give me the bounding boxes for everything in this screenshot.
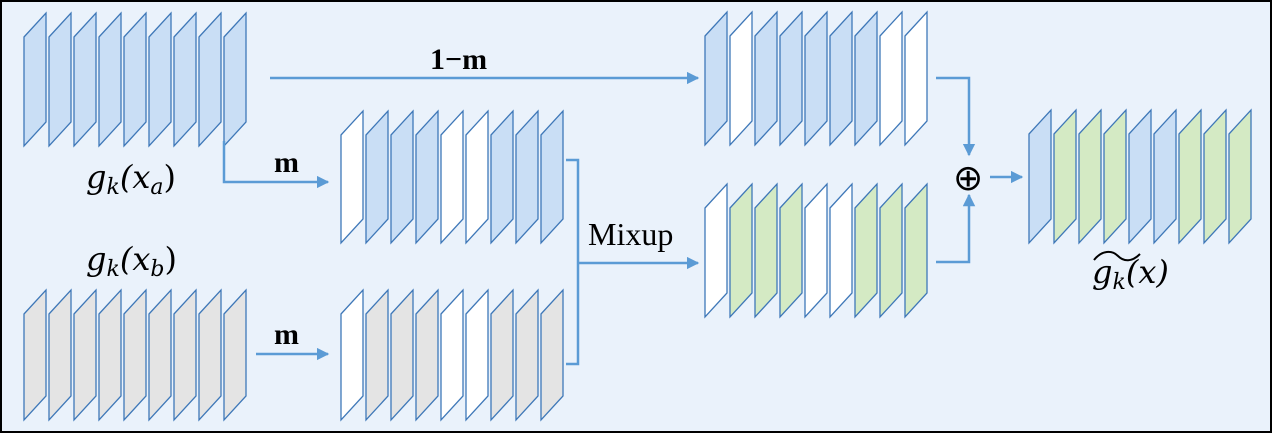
arrow-mixed-to-sum [936,193,976,264]
label-mask-top: m [274,146,299,179]
svg-text:gk(x): gk(x) [1092,253,1169,295]
feature-sheet-blue [390,109,414,245]
feature-sheet-gray [48,288,72,422]
feature-sheet-blue [198,11,222,148]
feature-sheet-blue [515,109,539,245]
label-one-minus-m: 1−m [430,43,487,76]
feature-sheet-white [340,109,364,245]
feature-sheet-white [465,288,489,422]
feature-sheet-green [879,182,903,319]
label-ga: gk(xa) [86,158,176,200]
feature-sheet-green [1203,108,1227,245]
feature-sheet-green [1078,108,1102,245]
feature-sheet-gray [415,288,439,422]
feature-sheet-blue [1153,108,1177,245]
label-gb: gk(xb) [86,240,177,282]
stack-output [1028,108,1252,245]
feature-sheet-gray [73,288,97,422]
feature-sheet-blue [854,10,878,147]
feature-sheet-white [904,10,928,147]
stack-ga [23,11,247,148]
feature-sheet-blue [704,10,728,147]
feature-sheet-green [1103,108,1127,245]
stack-complement-a [704,10,928,147]
feature-sheet-green [754,182,778,319]
stack-masked-a [340,109,564,245]
feature-sheet-white [879,10,903,147]
output-tilde [1093,250,1141,262]
feature-sheet-green [1178,108,1202,245]
feature-sheet-blue [23,11,47,148]
feature-sheet-gray [123,288,147,422]
feature-sheet-blue [754,10,778,147]
label-output: gk(x) [1092,250,1169,295]
feature-sheet-gray [173,288,197,422]
feature-sheet-green [1053,108,1077,245]
feature-sheet-blue [148,11,172,148]
feature-sheet-blue [1128,108,1152,245]
feature-sheet-green [1228,108,1252,245]
feature-sheet-blue [829,10,853,147]
feature-sheet-white [704,182,728,319]
feature-sheet-blue [779,10,803,147]
feature-sheet-blue [123,11,147,148]
feature-sheet-gray [390,288,414,422]
feature-sheet-blue [173,11,197,148]
arrow-complement-to-sum [936,76,976,157]
feature-sheet-white [340,288,364,422]
feature-sheet-green [779,182,803,319]
stack-mixed [704,182,928,319]
feature-sheet-blue [365,109,389,245]
feature-sheet-white [440,288,464,422]
arrows [222,71,1024,366]
feature-sheet-white [829,182,853,319]
oplus-symbol: ⊕ [953,158,983,199]
feature-sheet-blue [1028,108,1052,245]
feature-sheet-green [854,182,878,319]
feature-sheet-green [729,182,753,319]
feature-sheet-gray [23,288,47,422]
feature-sheet-gray [515,288,539,422]
feature-sheet-blue [98,11,122,148]
feature-sheet-blue [540,109,564,245]
feature-sheet-gray [98,288,122,422]
feature-sheet-blue [415,109,439,245]
feature-sheet-blue [804,10,828,147]
feature-sheet-blue [48,11,72,148]
stack-gb [23,288,247,422]
feature-sheet-white [804,182,828,319]
feature-sheet-blue [73,11,97,148]
feature-sheet-gray [148,288,172,422]
feature-sheet-gray [223,288,247,422]
feature-sheet-blue [223,11,247,148]
feature-sheet-green [904,182,928,319]
label-mask-bottom: m [274,318,299,351]
feature-sheet-gray [365,288,389,422]
feature-sheet-gray [198,288,222,422]
feature-sheet-white [729,10,753,147]
feature-sheet-blue [490,109,514,245]
stack-masked-b [340,288,564,422]
feature-sheet-white [440,109,464,245]
label-mixup: Mixup [588,216,673,252]
arrow-mask-a [222,141,330,189]
feature-sheet-gray [540,288,564,422]
feature-sheet-gray [490,288,514,422]
feature-sheet-white [465,109,489,245]
